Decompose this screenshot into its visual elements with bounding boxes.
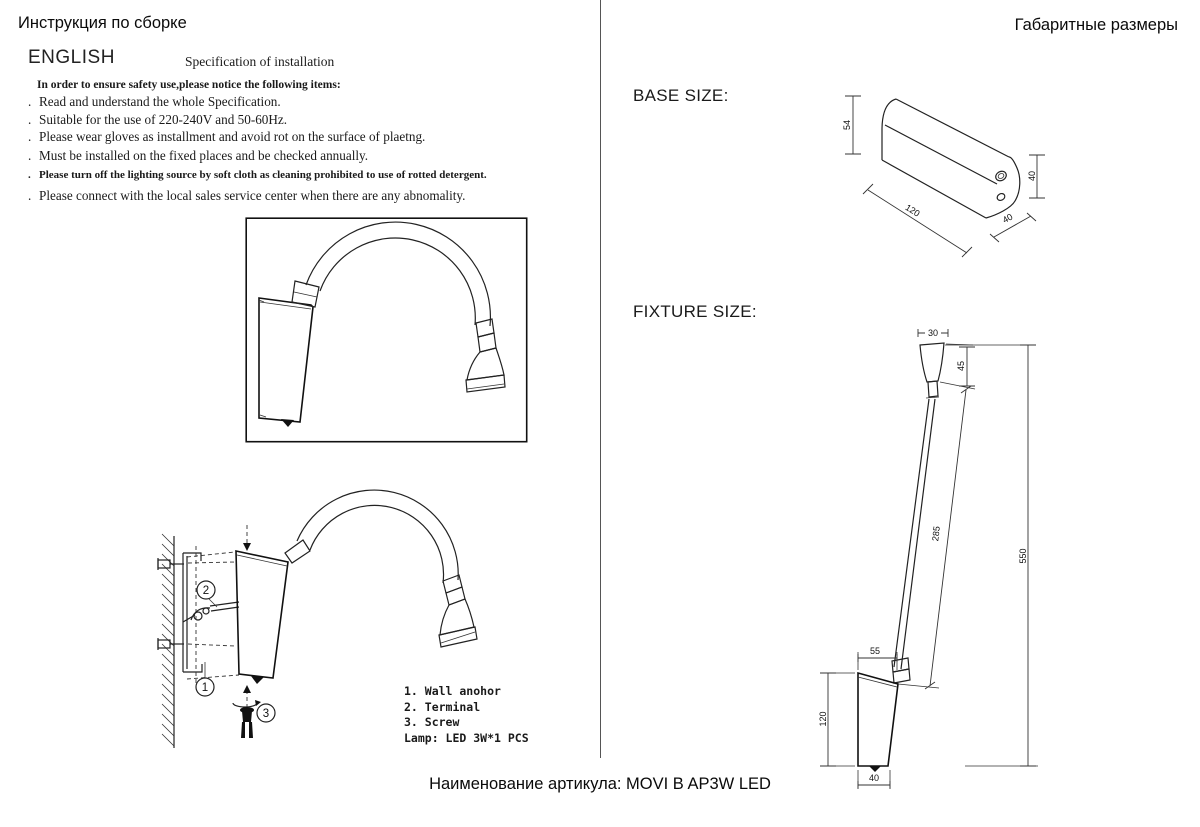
svg-text:54: 54 bbox=[842, 120, 852, 130]
bullet-dot: . bbox=[28, 94, 32, 109]
svg-text:40: 40 bbox=[1001, 212, 1015, 226]
bullet-dot: . bbox=[28, 129, 32, 144]
svg-text:1: 1 bbox=[202, 682, 208, 694]
svg-text:2: 2 bbox=[203, 585, 209, 597]
dim-flex-length: 285 bbox=[924, 385, 972, 690]
safety-item: . Read and understand the whole Specific… bbox=[28, 93, 568, 111]
spec-heading: Specification of installation bbox=[185, 54, 335, 69]
safety-item: . Please connect with the local sales se… bbox=[28, 185, 568, 207]
lamp-head bbox=[438, 574, 478, 648]
lamp-base-body bbox=[235, 525, 289, 708]
dim-base-bottom-width: 40 bbox=[857, 770, 891, 789]
dim-base-length: 120 bbox=[862, 183, 973, 258]
safety-intro: In order to ensure safety use,please not… bbox=[37, 79, 341, 91]
fixture-size-label: FIXTURE SIZE: bbox=[633, 302, 757, 321]
svg-text:285: 285 bbox=[930, 526, 942, 542]
base-block-isometric bbox=[881, 98, 1021, 219]
dimensions-title: Габаритные размеры bbox=[1014, 16, 1178, 34]
svg-text:45: 45 bbox=[956, 361, 966, 371]
dim-total-height: 550 bbox=[945, 344, 1038, 767]
installation-drawing: 2 1 3 bbox=[157, 489, 478, 748]
safety-item-text: Read and understand the whole Specificat… bbox=[39, 94, 281, 109]
base-size-drawing: 54 40 120 40 bbox=[842, 95, 1045, 258]
safety-item: . Suitable for the use of 220-240V and 5… bbox=[28, 111, 568, 129]
terminal-connector bbox=[182, 601, 240, 623]
gooseneck-arm bbox=[284, 489, 459, 584]
safety-list: . Read and understand the whole Specific… bbox=[28, 93, 568, 207]
dim-base-depth: 40 bbox=[989, 212, 1037, 243]
legend: 1. Wall anohor 2. Terminal 3. Screw Lamp… bbox=[404, 684, 529, 746]
wall-anchor-screw-bottom bbox=[157, 638, 236, 650]
column-divider bbox=[600, 0, 601, 758]
safety-item-text: Must be installed on the fixed places an… bbox=[39, 147, 369, 163]
svg-text:55: 55 bbox=[870, 646, 880, 656]
bullet-dot: . bbox=[28, 188, 32, 203]
svg-text:120: 120 bbox=[818, 711, 828, 726]
callout-1: 1 bbox=[195, 662, 215, 697]
svg-text:40: 40 bbox=[1027, 171, 1037, 181]
safety-item-text: Please connect with the local sales serv… bbox=[39, 188, 466, 203]
svg-text:30: 30 bbox=[928, 328, 938, 338]
bullet-dot: . bbox=[28, 111, 32, 127]
legend-item: 1. Wall anohor bbox=[404, 684, 501, 698]
legend-item: 3. Screw bbox=[404, 715, 460, 730]
fixing-screw bbox=[232, 700, 261, 738]
base-size-label: BASE SIZE: bbox=[633, 86, 729, 105]
dim-base-end-height: 40 bbox=[1027, 154, 1045, 199]
wall-base-outline bbox=[258, 297, 314, 427]
lamp-spec-line: Lamp: LED 3W*1 PCS bbox=[404, 730, 529, 745]
svg-text:3: 3 bbox=[263, 708, 269, 720]
svg-text:40: 40 bbox=[869, 773, 879, 783]
lamp-head bbox=[465, 318, 506, 393]
safety-item-text: Please wear gloves as installment and av… bbox=[39, 129, 426, 144]
language-heading: ENGLISH bbox=[28, 47, 115, 68]
callout-2: 2 bbox=[196, 580, 218, 608]
article-footer: Наименование артикула: MOVI B AP3W LED bbox=[429, 775, 771, 793]
callout-3: 3 bbox=[256, 703, 276, 723]
drawing-frame bbox=[245, 217, 528, 443]
svg-text:550: 550 bbox=[1018, 548, 1028, 563]
safety-item: . Please turn off the lighting source by… bbox=[28, 165, 568, 185]
wall-anchor-screw-top bbox=[157, 558, 236, 570]
safety-item-text: Suitable for the use of 220-240V and 50-… bbox=[39, 111, 288, 127]
fixture-outline bbox=[857, 342, 945, 772]
dim-head-width: 30 bbox=[917, 328, 949, 338]
gooseneck-arm bbox=[291, 221, 492, 327]
fixture-size-drawing: 30 45 285 550 55 120 40 bbox=[818, 328, 1038, 789]
safety-item: . Must be installed on the fixed places … bbox=[28, 147, 568, 166]
wall-section bbox=[161, 533, 175, 748]
dim-base-height: 54 bbox=[842, 95, 861, 155]
safety-item-text: Please turn off the lighting source by s… bbox=[39, 169, 487, 181]
mounting-bracket bbox=[182, 546, 240, 686]
bullet-dot: . bbox=[28, 169, 31, 181]
legend-item: 2. Terminal bbox=[404, 699, 481, 714]
dim-base-top-width: 55 bbox=[857, 646, 898, 670]
assembly-title: Инструкция по сборке bbox=[18, 14, 187, 32]
svg-text:120: 120 bbox=[904, 202, 922, 218]
dim-head-height: 45 bbox=[939, 343, 976, 390]
bullet-dot: . bbox=[28, 147, 32, 163]
dim-base-height: 120 bbox=[818, 672, 855, 767]
safety-item: . Please wear gloves as installment and … bbox=[28, 128, 568, 147]
lamp-overview-drawing bbox=[245, 217, 528, 443]
